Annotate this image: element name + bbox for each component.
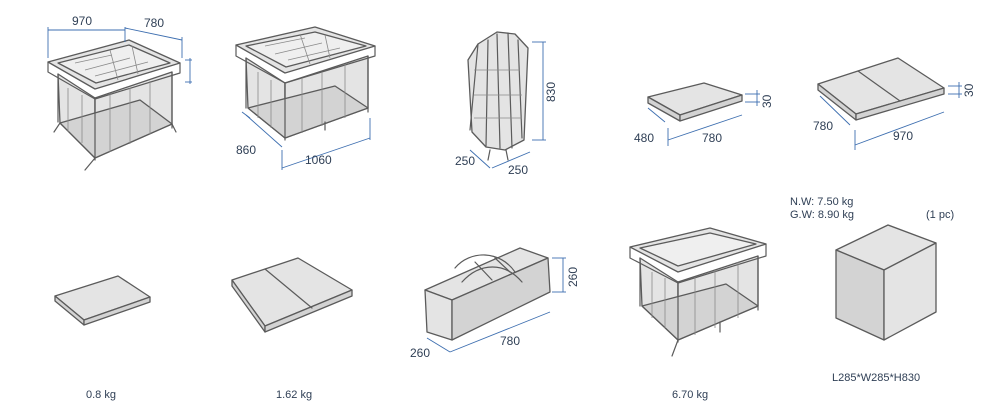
dimension-lines-bag — [426, 257, 566, 353]
weight-folding-mattress: 1.62 kg — [276, 389, 312, 401]
playard-illustration-1 — [47, 39, 181, 171]
dim-playard-depth: 780 — [144, 16, 164, 30]
dim-folded-width: 250 — [508, 163, 528, 177]
dim-folded-depth: 250 — [455, 154, 475, 168]
dim-mattress-width: 480 — [634, 131, 654, 145]
folding-mattress-flat-illustration — [231, 257, 353, 333]
dim-bag-depth: 260 — [410, 346, 430, 360]
weight-mattress: 0.8 kg — [86, 389, 116, 401]
folded-playard-illustration — [467, 31, 529, 161]
carton-box-illustration — [835, 224, 937, 341]
dim-mattress-length: 780 — [702, 131, 722, 145]
dim-folding-mattress-thickness: 30 — [962, 83, 976, 97]
dim-folding-mattress-width: 780 — [813, 119, 833, 133]
dim-bag-length: 780 — [500, 334, 520, 348]
dimension-lines-4 — [647, 90, 760, 146]
dim-bag-height: 260 — [566, 267, 580, 287]
quantity-label: (1 pc) — [926, 209, 954, 221]
dimension-lines-3 — [469, 41, 546, 169]
mattress-flat-illustration — [54, 275, 151, 326]
dim-playard-width: 970 — [72, 14, 92, 28]
dimension-lines-5 — [819, 82, 962, 150]
weight-playard: 6.70 kg — [672, 389, 708, 401]
folding-mattress-illustration — [817, 57, 945, 121]
carton-size: L285*W285*H830 — [832, 372, 920, 384]
dim-playard-side: 860 — [236, 143, 256, 157]
mattress-illustration — [647, 82, 743, 122]
carry-bag-illustration — [424, 247, 551, 341]
playard-illustration-3 — [629, 227, 767, 357]
dim-folding-mattress-length: 970 — [893, 129, 913, 143]
dimension-lines-1 — [47, 27, 192, 84]
dim-playard-length: 1060 — [305, 153, 332, 167]
playard-illustration-2 — [235, 26, 376, 141]
dimension-lines-2 — [241, 111, 371, 170]
gross-weight: G.W: 8.90 kg — [790, 209, 854, 221]
net-weight: N.W: 7.50 kg — [790, 196, 853, 208]
dim-folded-height: 830 — [544, 82, 558, 102]
dim-mattress-thickness: 30 — [760, 94, 774, 108]
